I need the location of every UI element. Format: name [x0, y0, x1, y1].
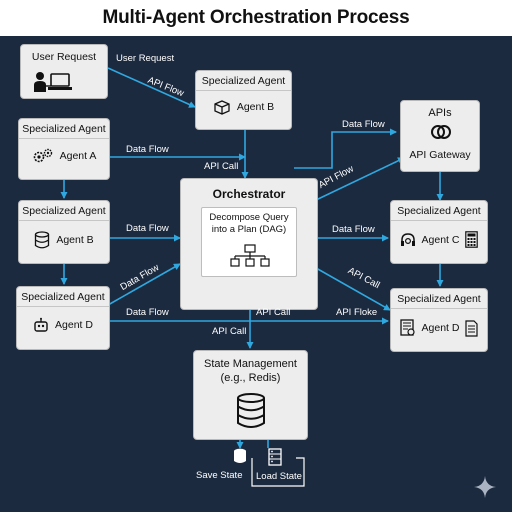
- sparkle-icon: [474, 476, 496, 498]
- edge-label-data-flow-apis: Data Flow: [342, 119, 385, 130]
- database-small-icon: [234, 448, 246, 463]
- boxes-icon: [214, 100, 230, 115]
- edge-label-data-flow-a: Data Flow: [126, 144, 169, 155]
- document-search-icon: [399, 319, 415, 336]
- agent-d-left-header: Specialized Agent: [17, 287, 109, 307]
- robot-icon: [34, 317, 48, 332]
- title-bar: Multi-Agent Orchestration Process: [0, 0, 512, 36]
- agent-b-left-header: Specialized Agent: [19, 201, 109, 221]
- agent-d-right-node: Specialized Agent Agent D: [390, 288, 488, 352]
- save-state-label: Save State: [196, 470, 243, 481]
- agent-a-node: Specialized Agent Agent A: [18, 118, 110, 180]
- load-state-label: Load State: [256, 471, 302, 482]
- state-management-title: State Management (e.g., Redis): [204, 358, 297, 384]
- orchestrator-plan-text: Decompose Query into a Plan (DAG): [209, 212, 289, 235]
- agent-d-left-node: Specialized Agent Agent D: [16, 286, 110, 350]
- edge-label-api-call-state: API Call: [212, 326, 247, 337]
- server-icon: [268, 448, 282, 466]
- gears-icon: [33, 148, 52, 163]
- edge-label-api-call-center: API Call: [204, 161, 239, 172]
- apis-name: API Gateway: [409, 149, 471, 161]
- edge-label-user-request: User Request: [116, 53, 175, 64]
- agent-c-name: Agent C: [421, 233, 460, 246]
- agent-d-right-name: Agent D: [421, 322, 460, 334]
- agent-d-right-header: Specialized Agent: [391, 289, 487, 309]
- save-state-node: Save State: [196, 448, 248, 484]
- apis-node: APIs API Gateway: [400, 100, 480, 172]
- edge-label-api-floke: API Floke: [336, 307, 378, 318]
- user-request-label: User Request: [31, 51, 97, 63]
- agent-b-top-header: Specialized Agent: [196, 71, 291, 91]
- calculator-icon: [465, 231, 479, 248]
- dag-icon: [230, 244, 270, 267]
- diagram-title: Multi-Agent Orchestration Process: [102, 7, 410, 28]
- link-ring-icon: [431, 125, 451, 139]
- load-state-node: Load State: [254, 448, 304, 486]
- document-icon: [465, 319, 479, 337]
- agent-b-left-name: Agent B: [56, 234, 94, 246]
- database-icon: [237, 393, 265, 428]
- agent-c-node: Specialized Agent Agent C: [390, 200, 488, 264]
- edge-label-data-flow-c: Data Flow: [332, 224, 375, 235]
- edge-label-api-call-bottom: API Call: [256, 307, 291, 318]
- headset-icon: [400, 232, 415, 246]
- database-icon: [35, 231, 50, 249]
- edge-label-data-flow-b: Data Flow: [126, 223, 169, 234]
- agent-b-top-name: Agent B: [236, 101, 275, 113]
- agent-b-top-node: Specialized Agent Agent B: [195, 70, 292, 130]
- state-management-node: State Management (e.g., Redis): [193, 350, 308, 440]
- agent-a-header: Specialized Agent: [19, 119, 109, 139]
- agent-d-left-name: Agent D: [55, 319, 93, 331]
- apis-header: APIs: [428, 107, 452, 119]
- edge-label-data-flow-d: Data Flow: [126, 307, 169, 318]
- agent-b-left-node: Specialized Agent Agent B: [18, 200, 110, 264]
- user-request-node: User Request: [20, 44, 108, 99]
- orchestrator-plan-panel: Decompose Query into a Plan (DAG): [201, 207, 297, 277]
- agent-a-name: Agent A: [59, 150, 97, 162]
- orchestrator-title: Orchestrator: [212, 187, 286, 201]
- orchestrator-node: Orchestrator Decompose Query into a Plan…: [180, 178, 318, 310]
- user-computer-icon: [34, 72, 72, 92]
- agent-c-header: Specialized Agent: [391, 201, 487, 221]
